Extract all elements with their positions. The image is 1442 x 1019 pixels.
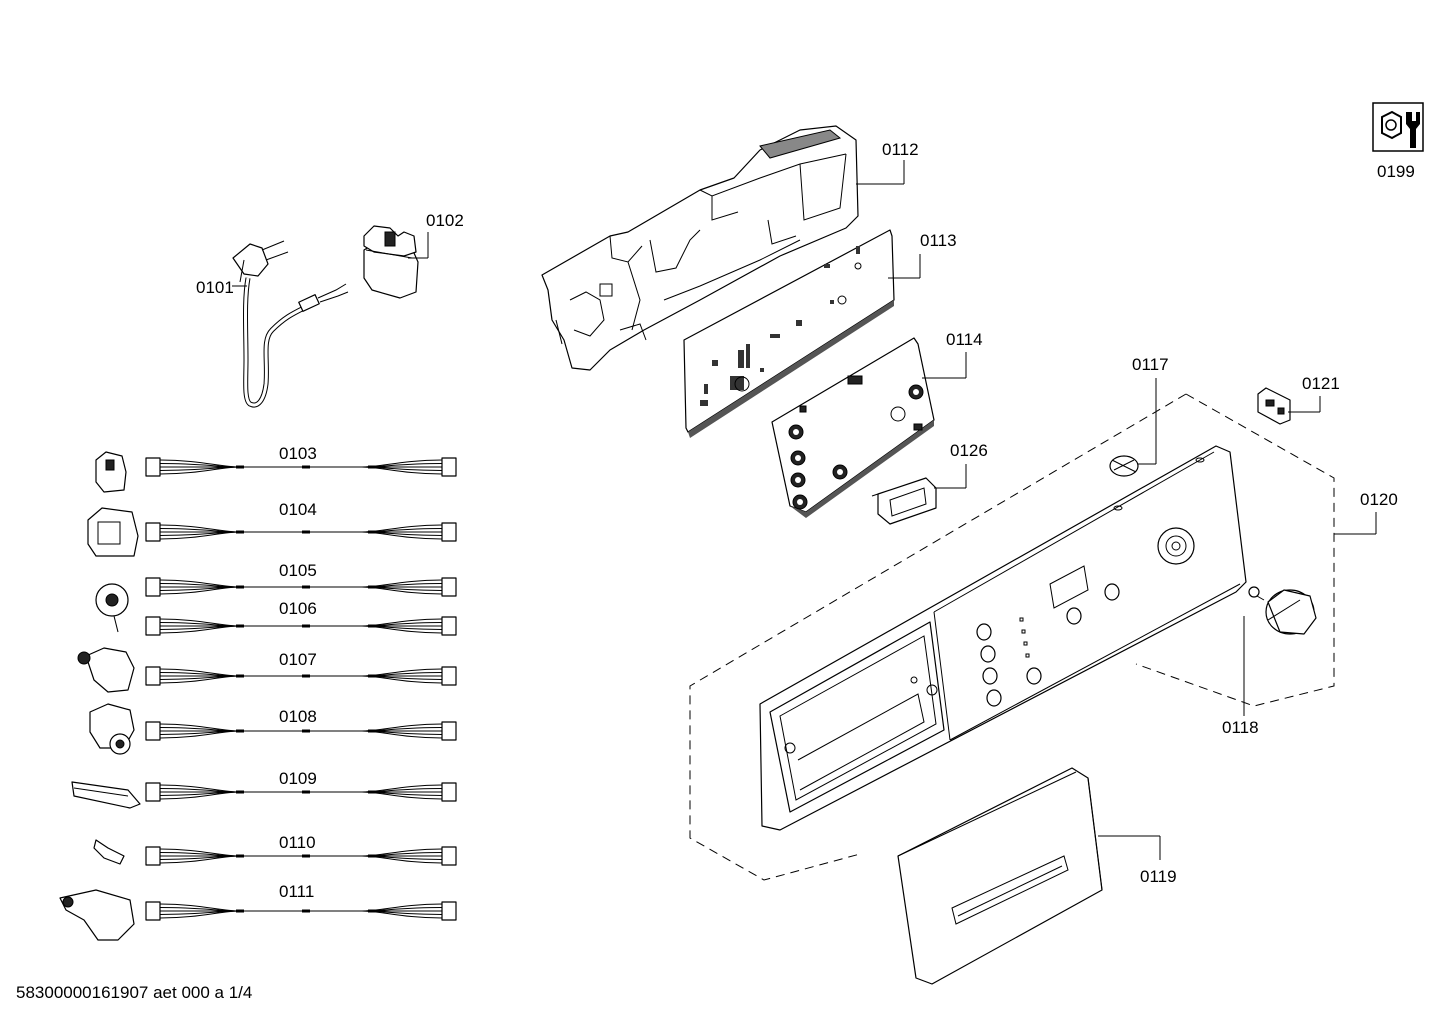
component-0107 (77, 647, 135, 693)
wire-harness-0109: 0109 (145, 769, 457, 802)
control-panel-fascia-part (759, 445, 1247, 831)
label-0107: 0107 (279, 650, 317, 669)
wire-harness-list: 0103 0104 0105 0106 0107 0108 0109 0110 0111 (145, 444, 457, 921)
wire-harness-0107: 0107 (145, 650, 457, 686)
component-0110 (93, 839, 125, 865)
panel-assembly-outline (1135, 393, 1335, 707)
label-0108: 0108 (279, 707, 317, 726)
label-0113: 0113 (920, 231, 957, 250)
wire-harness-0106: 0106 (145, 599, 457, 636)
label-0110: 0110 (279, 833, 316, 852)
main-circuit-board-part (683, 229, 895, 438)
drawer-handle-part (897, 767, 1103, 985)
label-0118: 0118 (1222, 718, 1259, 737)
display-circuit-board-part (771, 337, 935, 518)
label-0109: 0109 (279, 769, 317, 788)
label-0103: 0103 (279, 444, 317, 463)
label-0126: 0126 (950, 441, 988, 460)
component-0108 (89, 703, 135, 755)
label-0104: 0104 (279, 500, 317, 519)
wire-harness-0104: 0104 (145, 500, 457, 542)
component-0105 (95, 583, 129, 633)
interference-filter-part (363, 225, 419, 299)
wrench-nut-icon (1372, 102, 1424, 152)
label-0101: 0101 (196, 278, 234, 297)
label-0117: 0117 (1132, 355, 1169, 374)
wire-harness-0111: 0111 (145, 882, 457, 921)
small-knob-part (1109, 455, 1139, 477)
label-0121: 0121 (1302, 374, 1340, 393)
label-0199: 0199 (1377, 162, 1415, 181)
component-0109 (71, 781, 141, 809)
wire-harness-0108: 0108 (145, 707, 457, 741)
program-knob-part (1248, 586, 1317, 635)
label-0111: 0111 (279, 882, 314, 901)
control-module-housing-part (541, 125, 859, 371)
label-0102: 0102 (426, 211, 464, 230)
power-cord-part (232, 240, 349, 408)
label-0119: 0119 (1140, 867, 1177, 886)
component-0103 (95, 451, 127, 493)
component-0111 (59, 889, 135, 941)
label-0114: 0114 (946, 330, 983, 349)
label-0112: 0112 (882, 140, 919, 159)
display-window-part (871, 477, 937, 525)
clip-part (1257, 387, 1291, 425)
label-0105: 0105 (279, 561, 317, 580)
label-0120: 0120 (1360, 490, 1398, 509)
wire-harness-0110: 0110 (145, 833, 457, 866)
component-0104 (87, 507, 139, 557)
label-0106: 0106 (279, 599, 317, 618)
document-reference: 58300000161907 aet 000 a 1/4 (16, 983, 252, 1002)
wire-harness-0105: 0105 (145, 561, 457, 597)
wire-harness-0103: 0103 (145, 444, 457, 477)
